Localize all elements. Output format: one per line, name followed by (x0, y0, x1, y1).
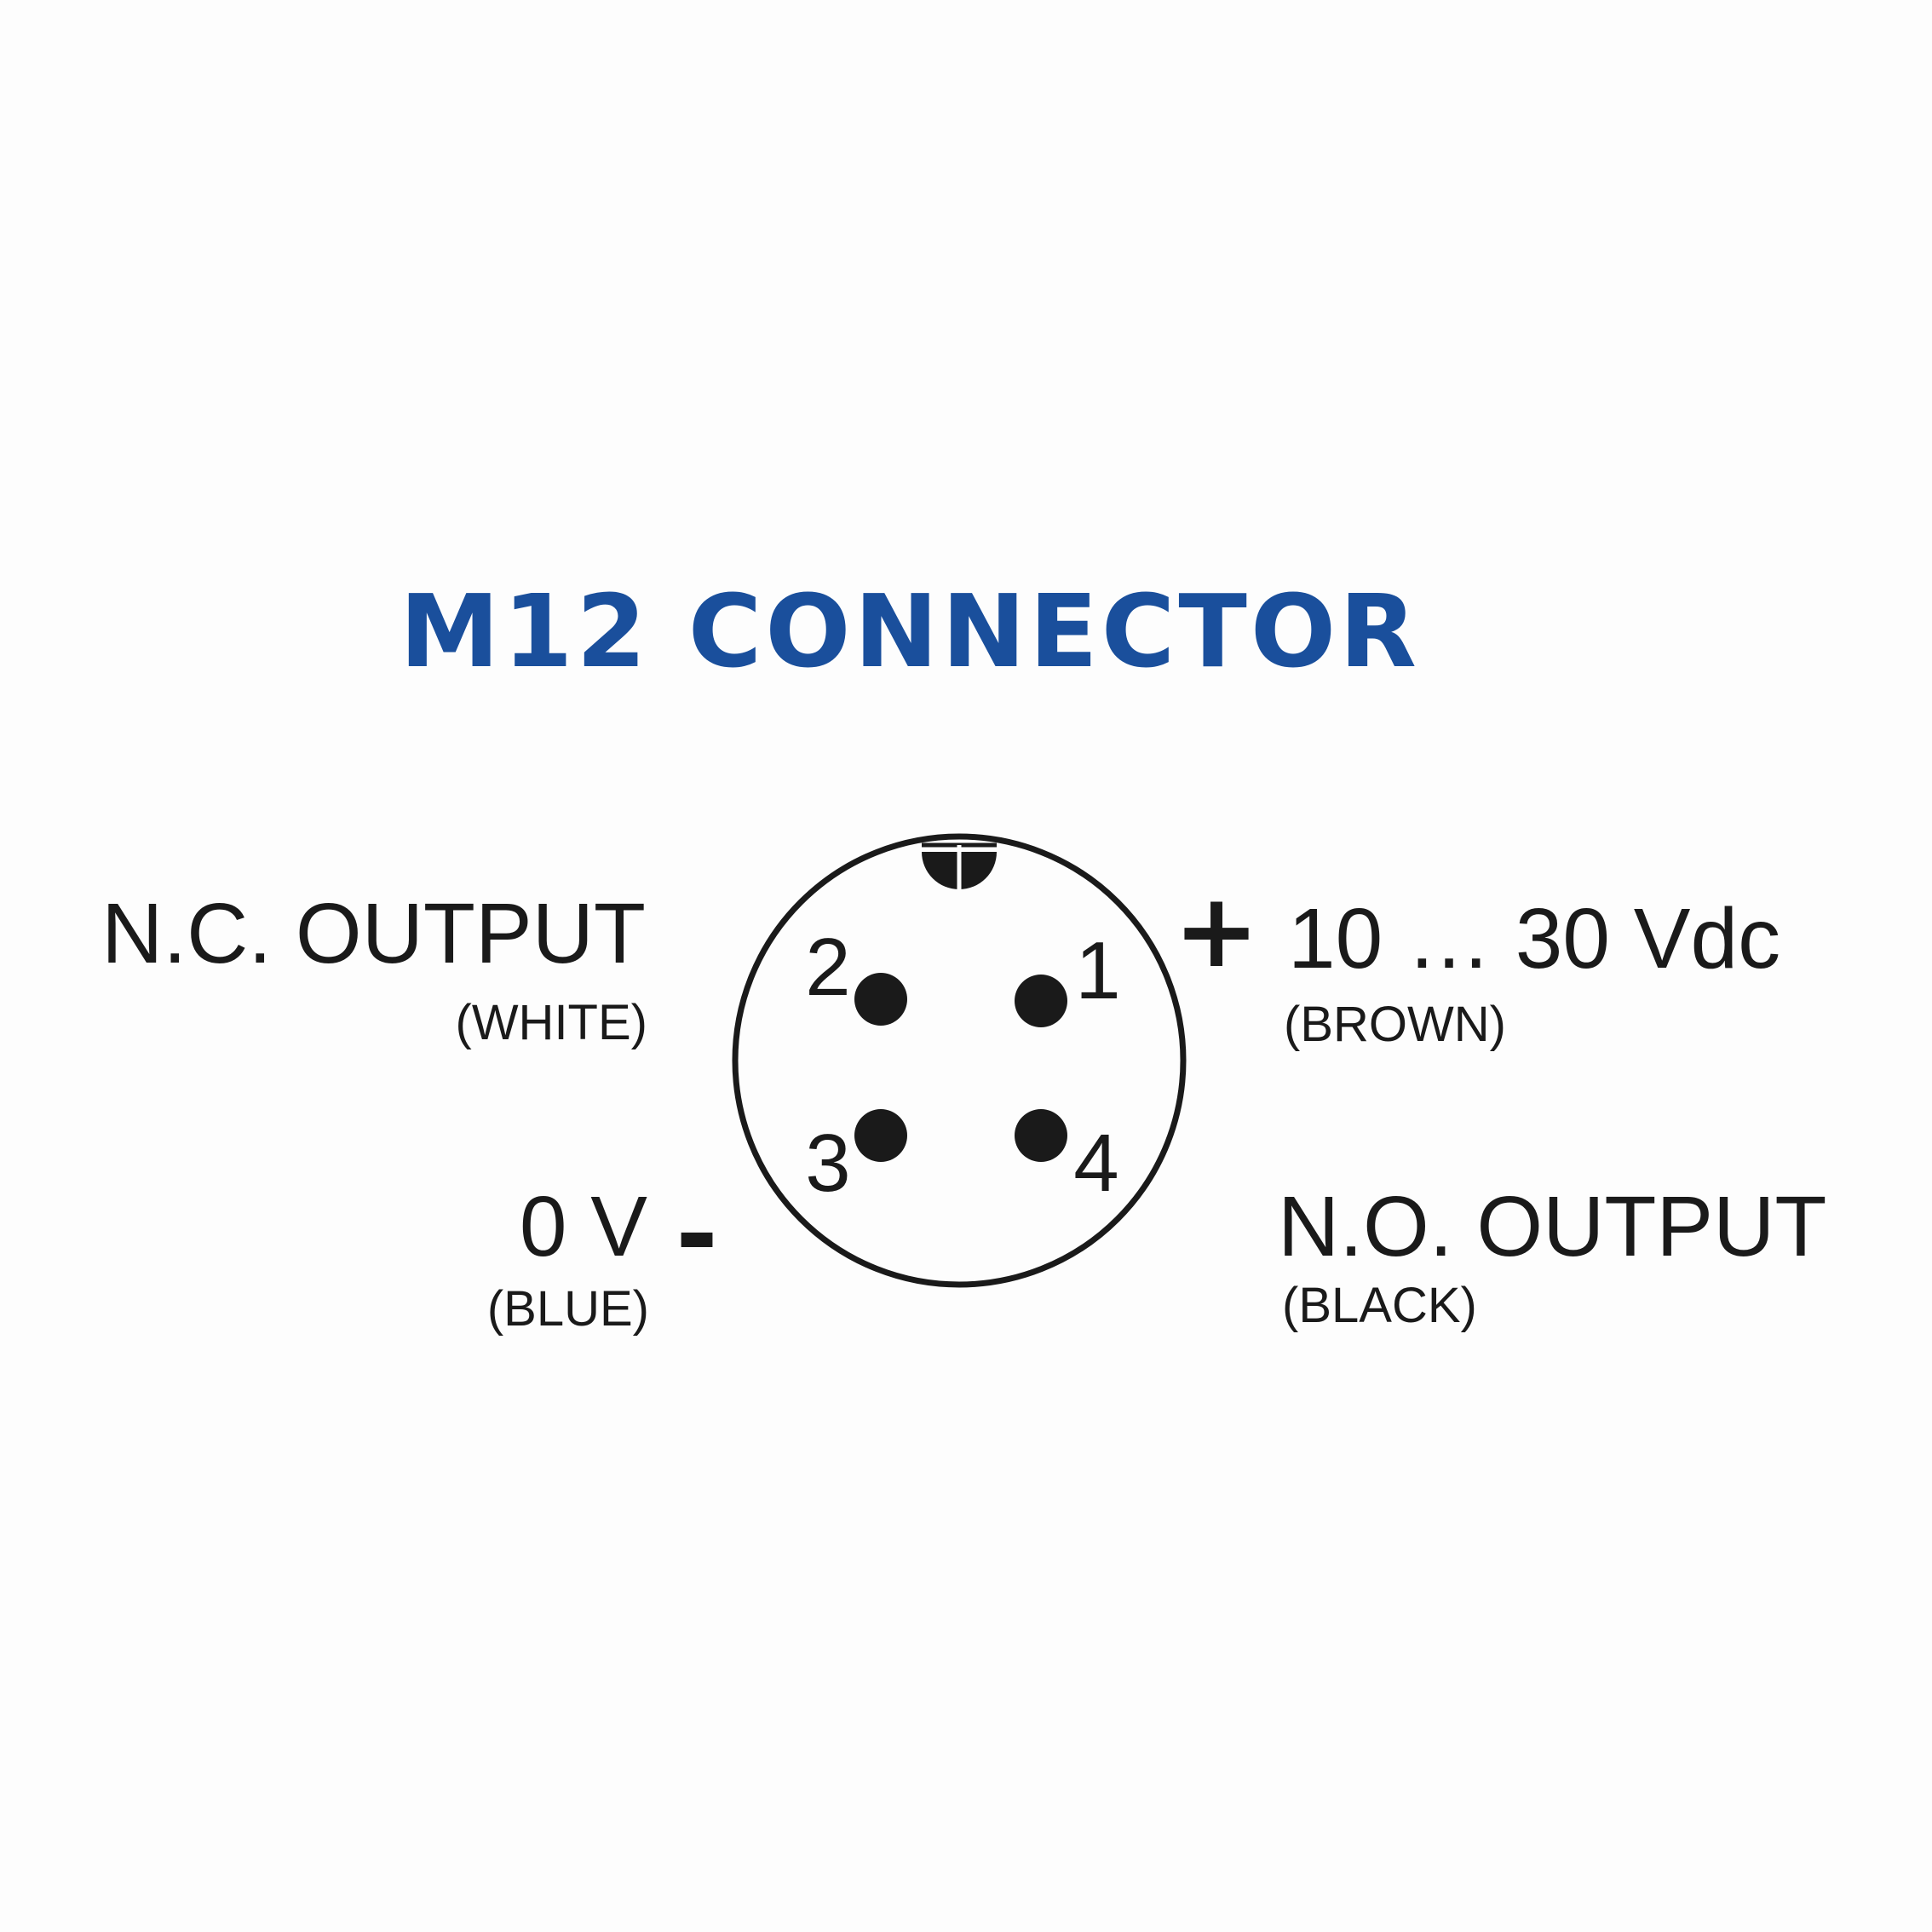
pin-1-number: 1 (1075, 925, 1120, 1016)
pin-4-number: 4 (1073, 1118, 1118, 1209)
pin-3-polarity-sign: - (676, 1176, 718, 1294)
pin-3-wire-color: (BLUE) (487, 1281, 649, 1337)
diagram-title: M12 CONNECTOR (400, 572, 1420, 690)
pin-2-function-label: N.C. OUTPUT (101, 886, 646, 981)
pin-1-function-label: 10 … 30 Vdc (1288, 891, 1780, 986)
coding-key (922, 842, 997, 894)
pin-1-wire-color: (BROWN) (1284, 997, 1506, 1052)
pin-2-contact (854, 973, 907, 1026)
pin-2-number: 2 (805, 922, 850, 1013)
pin-3-number: 3 (805, 1118, 850, 1209)
pin-1-contact (1015, 975, 1067, 1027)
connector-outline (732, 833, 1187, 1288)
pin-2-wire-color: (WHITE) (456, 995, 648, 1050)
pin-4-wire-color: (BLACK) (1282, 1278, 1477, 1333)
pin-4-function-label: N.O. OUTPUT (1278, 1179, 1826, 1274)
pin-3-contact (854, 1109, 907, 1162)
pin-3-function-label: 0 V (520, 1179, 647, 1274)
pin-1-polarity-sign: + (1174, 872, 1260, 991)
pin-4-contact (1015, 1109, 1067, 1162)
